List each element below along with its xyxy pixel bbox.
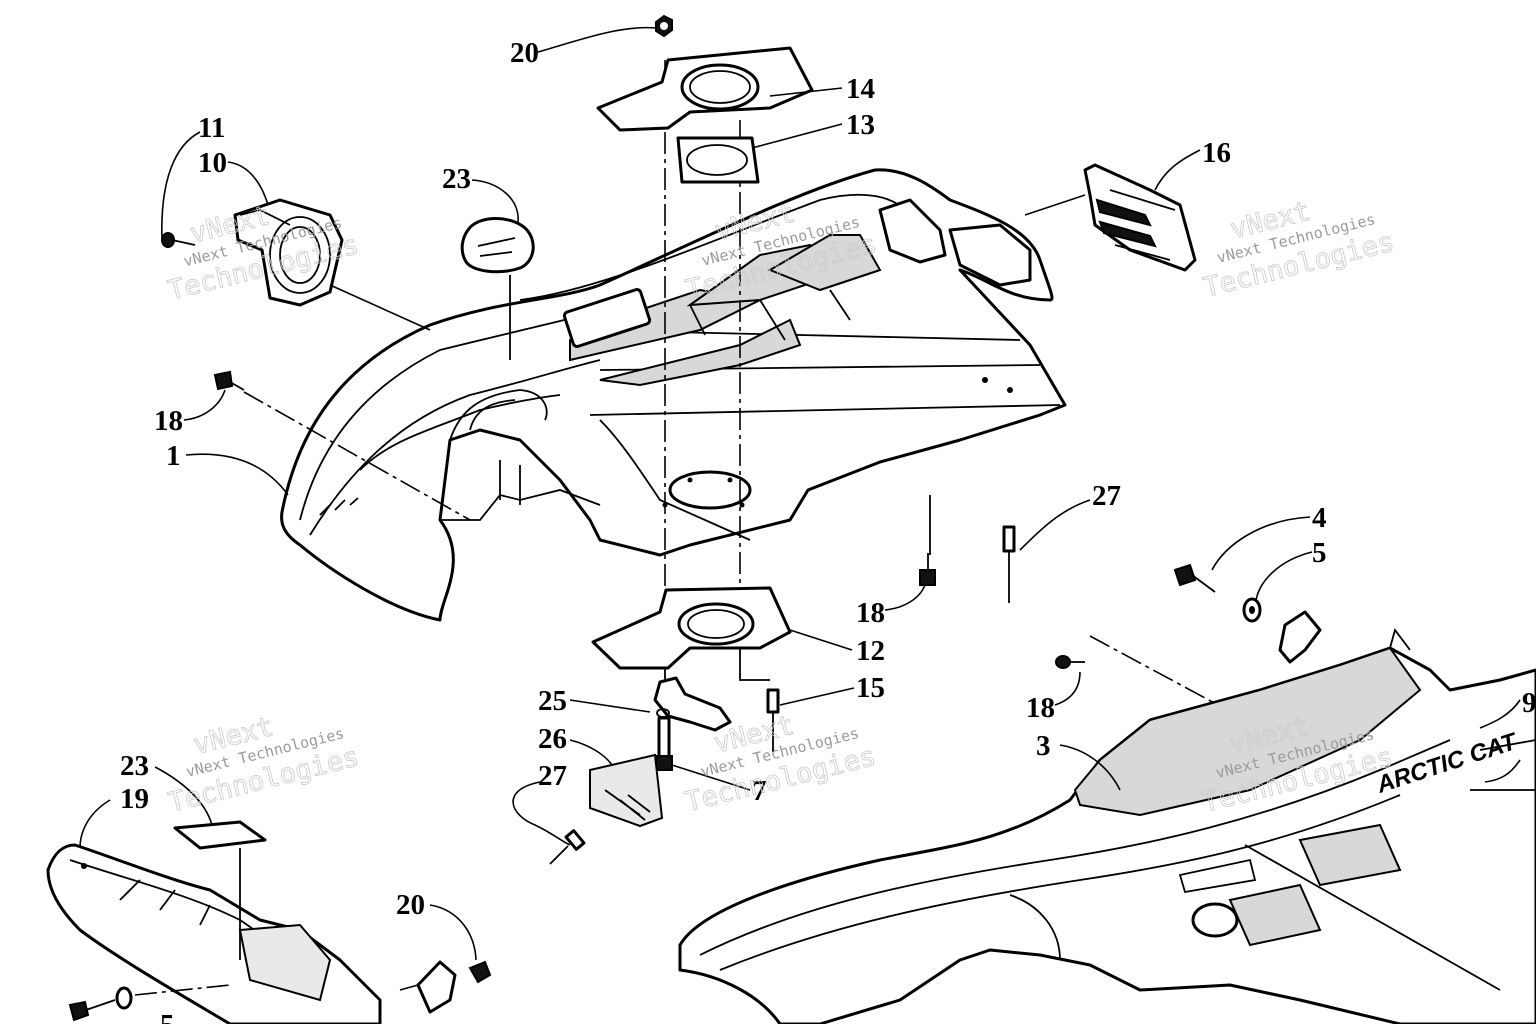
bracket-part-14 bbox=[596, 46, 814, 132]
callout-18-left: 18 bbox=[154, 405, 183, 437]
bolt-part-7 bbox=[655, 716, 673, 771]
screw-part-11 bbox=[161, 232, 196, 248]
callout-18-right: 18 bbox=[1026, 692, 1055, 724]
emblem-part-23-lower bbox=[173, 820, 267, 960]
gasket-part-13 bbox=[676, 136, 760, 184]
lower-hood-panel: ARCTIC CAT bbox=[678, 627, 1536, 1024]
callout-10: 10 bbox=[198, 147, 227, 179]
callout-5-upper: 5 bbox=[1312, 537, 1327, 569]
callout-18-center: 18 bbox=[856, 597, 885, 629]
screw-part-18-right bbox=[1055, 655, 1085, 669]
bolt-part-washer-lower bbox=[68, 986, 133, 1022]
watermark-right: vNext vNext Technologies Technologies bbox=[1200, 195, 1398, 304]
latch-plate-lower bbox=[416, 960, 492, 1014]
callout-25: 25 bbox=[538, 685, 567, 717]
callout-16: 16 bbox=[1202, 137, 1231, 169]
emblem-part-23-upper bbox=[460, 217, 535, 360]
callout-27-lower: 27 bbox=[538, 760, 567, 792]
rivet-part-27-upper bbox=[1002, 525, 1016, 603]
callout-27-upper: 27 bbox=[1092, 480, 1121, 512]
hood-panel bbox=[280, 168, 1067, 622]
callout-3: 3 bbox=[1036, 730, 1051, 762]
side-vent-part-16 bbox=[1083, 163, 1197, 272]
callout-23-lower: 23 bbox=[120, 750, 149, 782]
callout-20-bottom: 20 bbox=[396, 889, 425, 921]
callout-14: 14 bbox=[846, 73, 875, 105]
callout-23-upper: 23 bbox=[442, 163, 471, 195]
bracket-part-12 bbox=[591, 586, 792, 670]
callout-7: 7 bbox=[752, 775, 767, 807]
washer-part-5-upper bbox=[1242, 597, 1262, 623]
rivet-part-15 bbox=[766, 688, 780, 752]
gauge-part-10 bbox=[233, 198, 344, 307]
callout-20-top: 20 bbox=[510, 37, 539, 69]
screw-part-18-center bbox=[919, 495, 936, 586]
callout-12: 12 bbox=[856, 635, 885, 667]
callout-26: 26 bbox=[538, 723, 567, 755]
lower-left-panel bbox=[46, 843, 382, 1024]
rivet-part-27-lower bbox=[549, 829, 586, 865]
callout-5-bottom: 5 bbox=[160, 1009, 175, 1024]
nut-part-20 bbox=[655, 14, 673, 38]
callout-9-edge: 9 bbox=[1522, 687, 1536, 719]
latch-plate-upper bbox=[1278, 610, 1322, 664]
callout-11: 11 bbox=[198, 112, 225, 144]
callout-4: 4 bbox=[1312, 502, 1327, 534]
callout-1: 1 bbox=[166, 440, 181, 472]
bolt-part-4 bbox=[1173, 563, 1216, 593]
callout-19: 19 bbox=[120, 783, 149, 815]
callout-15: 15 bbox=[856, 672, 885, 704]
bracket-part-26 bbox=[589, 753, 664, 828]
watermark-lower-left: vNext vNext Technologies Technologies bbox=[165, 711, 363, 819]
screw-part-18-left bbox=[213, 370, 245, 391]
callout-13: 13 bbox=[846, 109, 875, 141]
